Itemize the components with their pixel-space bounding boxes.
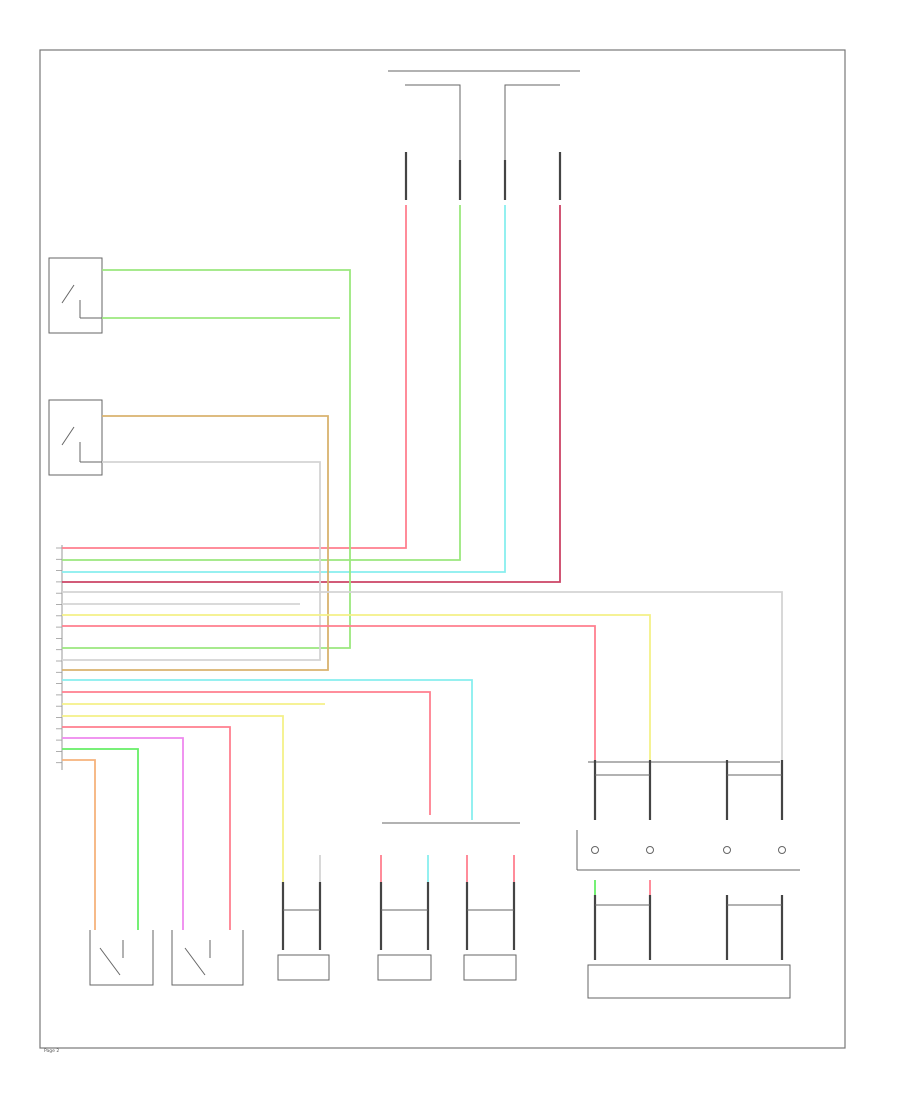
top-module-bracket-left — [405, 84, 461, 175]
wire-sw2-lower-gray — [62, 461, 321, 661]
switch-1-box — [48, 257, 103, 334]
diagram-border — [39, 49, 846, 1049]
right-terminal-3 — [723, 846, 731, 854]
wire-b-red — [62, 726, 231, 930]
bottom-switch-a — [89, 930, 154, 986]
bottom-switch-b — [171, 930, 244, 986]
wire-top-1-red — [62, 205, 407, 549]
wire-right-2-yellow — [62, 614, 651, 760]
top-module-bracket-right — [504, 84, 560, 175]
page-id: Page 2 — [44, 1048, 59, 1054]
switch-1-contact — [61, 284, 75, 304]
switch-1 — [48, 257, 103, 334]
wire-right-4-gray — [62, 591, 783, 760]
wire-mid-cyan — [62, 679, 473, 820]
bottom-module-2 — [377, 822, 520, 981]
wire-a-orange — [62, 759, 96, 930]
switch-2 — [48, 399, 103, 476]
wire-top-3-cyan — [62, 205, 506, 573]
bottom-switch-b-contact — [184, 947, 206, 976]
wire-a-green — [62, 748, 139, 930]
bottom-module-2-box — [377, 954, 432, 981]
wire-top-2-green — [62, 205, 461, 561]
bottom-module-1 — [277, 882, 330, 981]
wire-b-magenta — [62, 737, 184, 930]
right-module-base — [587, 964, 791, 999]
bottom-module-3-box — [463, 954, 517, 981]
wire-sw1-upper-green — [62, 269, 351, 649]
right-module — [576, 760, 800, 999]
wire-mid-red — [62, 691, 431, 815]
right-terminal-4 — [778, 846, 786, 854]
right-terminal-1 — [591, 846, 599, 854]
wire-sw2-upper-tan — [62, 415, 329, 671]
wires — [56, 205, 783, 930]
wire-right-1-red — [62, 625, 596, 760]
bottom-module-3 — [463, 882, 517, 981]
bottom-module-1-box — [277, 954, 330, 981]
switch-2-contact — [61, 426, 75, 446]
bottom-switch-b-box — [171, 930, 244, 986]
switch-2-box — [48, 399, 103, 476]
wire-b1-yellow — [62, 715, 284, 882]
wire-top-4-pink — [62, 205, 561, 583]
bottom-switch-a-box — [89, 930, 154, 986]
top-module — [388, 70, 580, 200]
bottom-switch-a-contact — [99, 947, 121, 976]
right-terminal-2 — [646, 846, 654, 854]
